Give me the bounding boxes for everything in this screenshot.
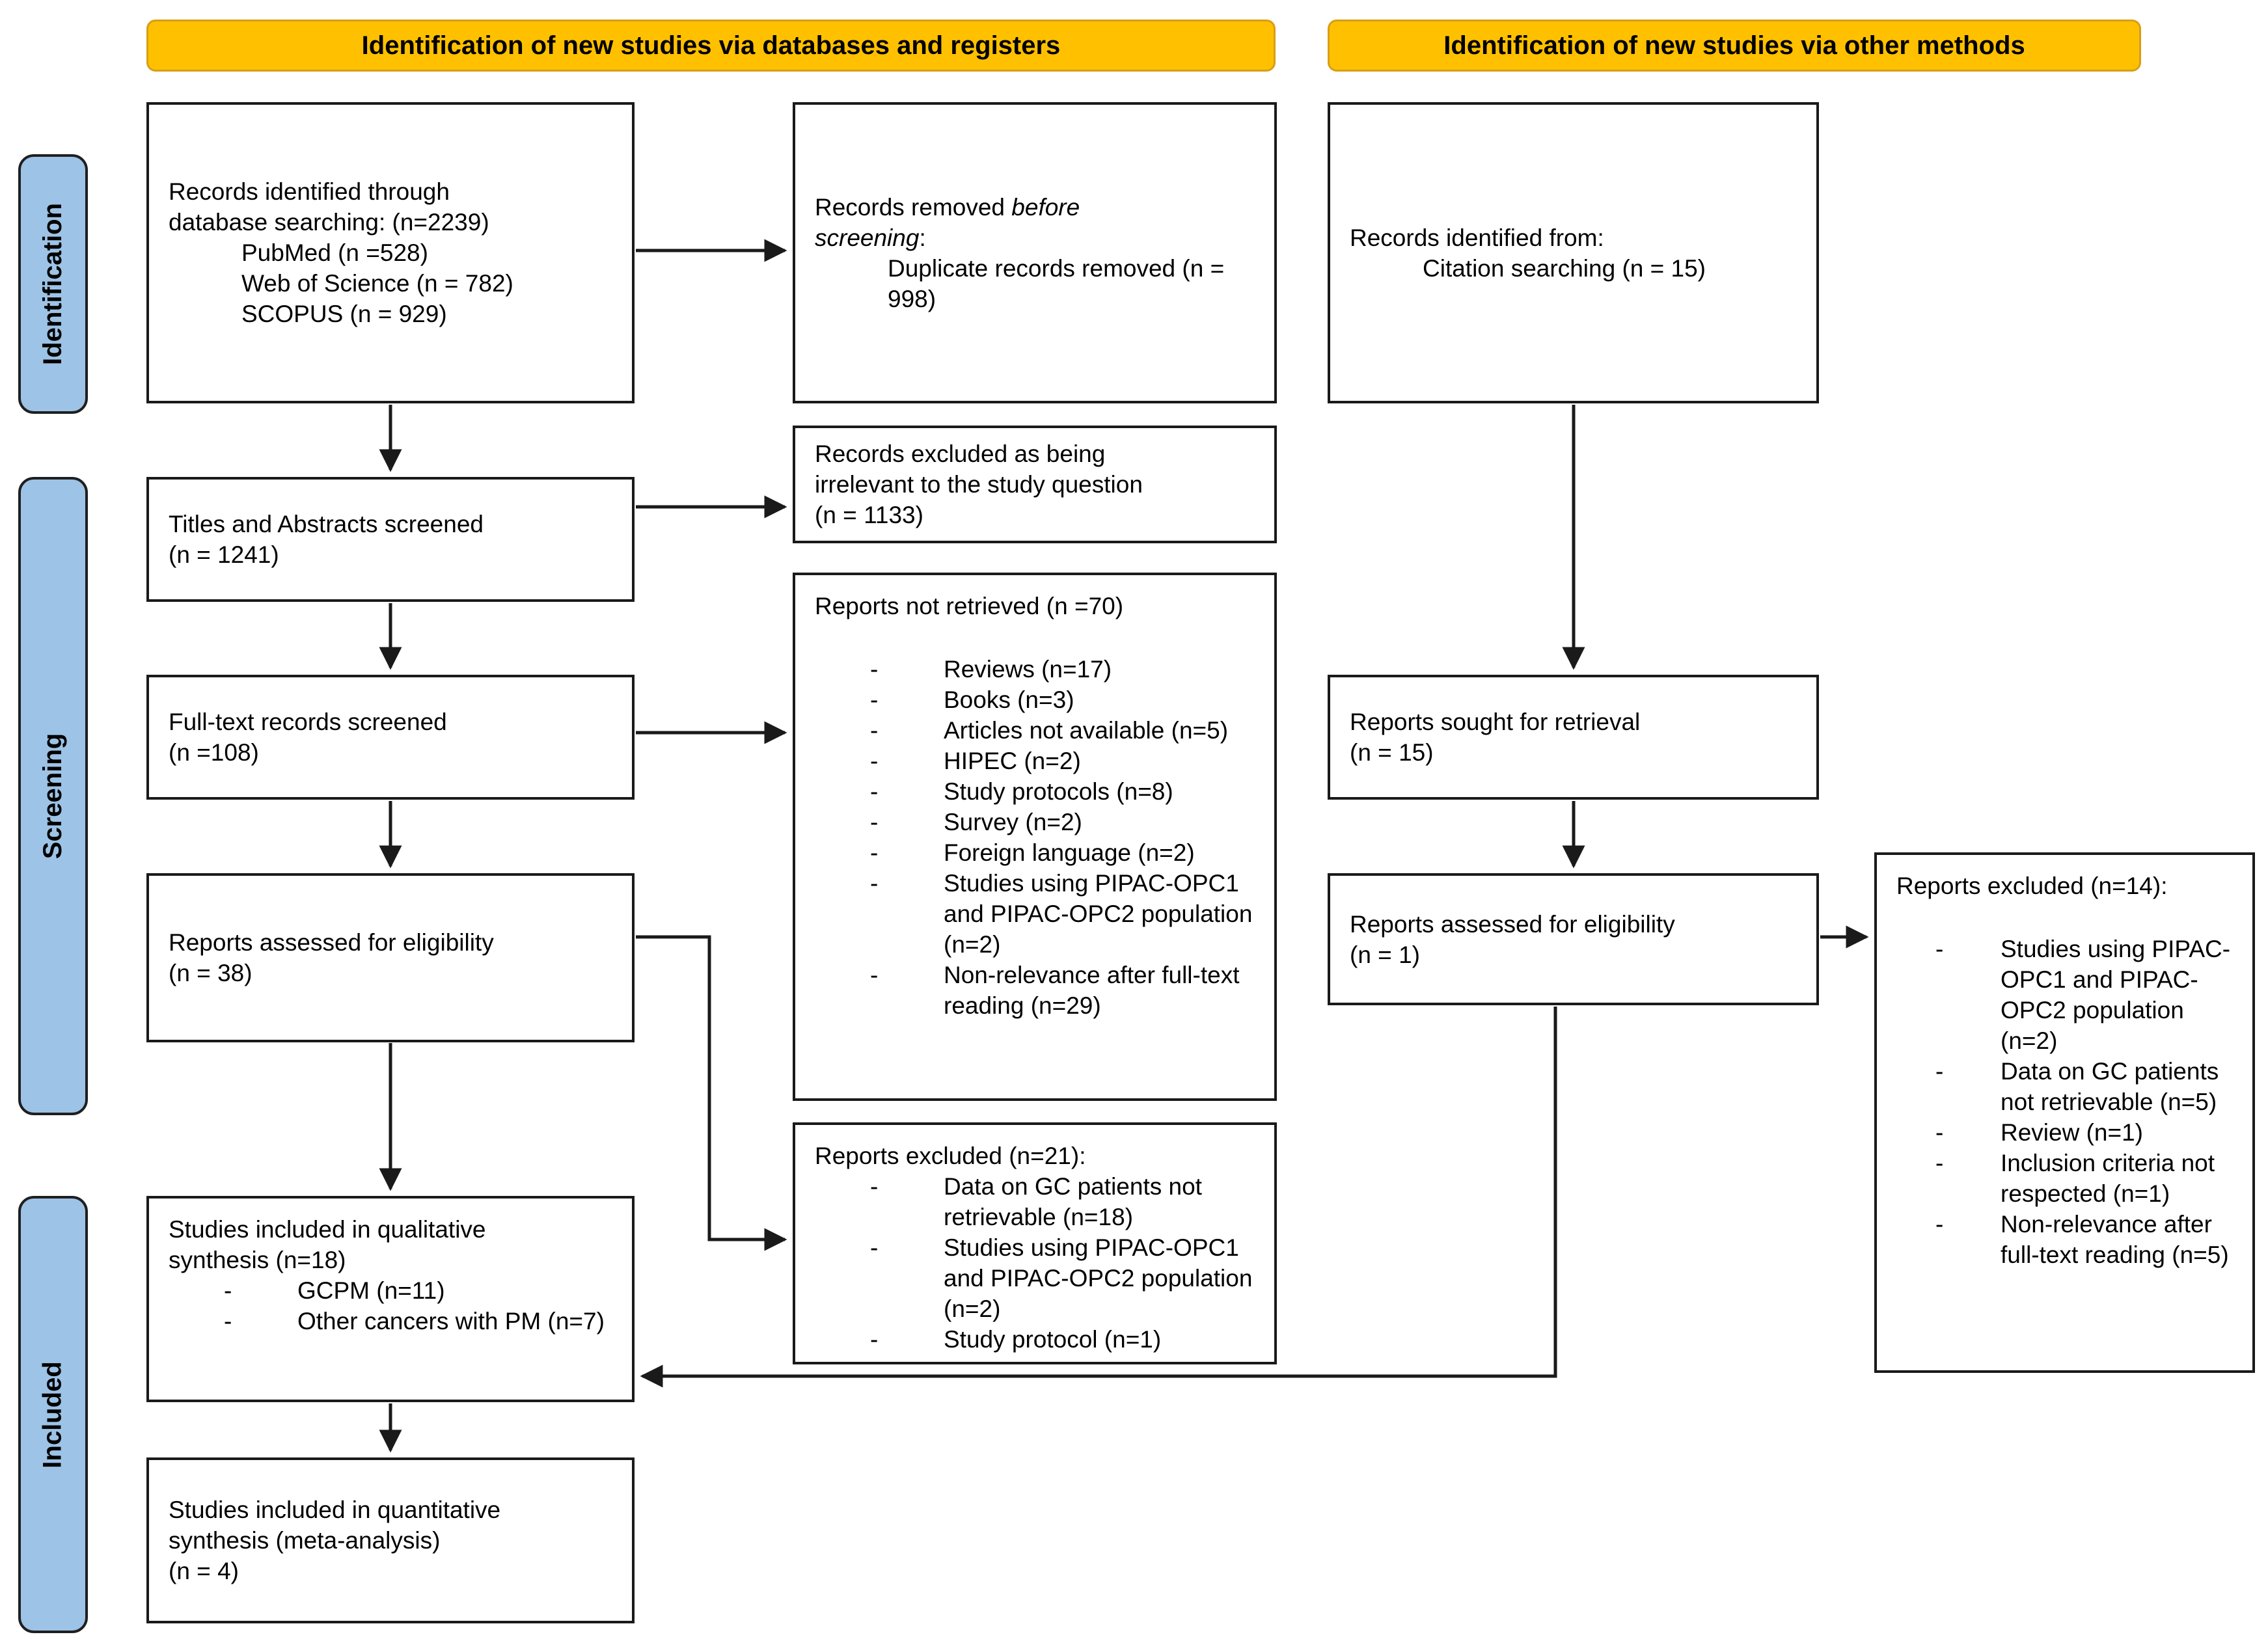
box-records-identified: Records identified through database sear… [146,102,635,403]
box-text-line: Titles and Abstracts screened [169,511,484,537]
box-text-line: Citation searching (n = 15) [1423,254,1706,282]
list-item: -Inclusion criteria not respected (n=1) [1935,1150,2215,1207]
list-item: -Non-relevance after full-text reading (… [1935,1211,2229,1268]
list-item: -Survey (n=2) [870,809,1082,835]
stage-included: Included [18,1196,88,1633]
banner-other-label: Identification of new studies via other … [1443,31,2025,60]
box-heading: Reports excluded (n=21): [815,1143,1086,1169]
box-records-removed: Records removed before screening: Duplic… [793,102,1277,403]
source-web-of-science: Web of Science (n = 782) [241,270,513,297]
list-item: -Data on GC patients not retrievable (n=… [870,1173,1202,1230]
box-text-line: irrelevant to the study question [815,471,1143,498]
box-heading: Reports excluded (n=14): [1896,873,2168,899]
list-item: -Data on GC patients not retrievable (n=… [1935,1058,2219,1115]
list-item: - Other cancers with PM (n=7) [224,1308,605,1334]
banner-databases-registers: Identification of new studies via databa… [146,20,1276,72]
box-titles-abstracts-screened: Titles and Abstracts screened (n = 1241) [146,477,635,602]
box-text-line: Studies included in quantitative [169,1497,501,1523]
box-text-line: (n =108) [169,739,259,766]
box-records-identified-other: Records identified from: Citation search… [1328,102,1819,403]
box-reports-assessed-databases: Reports assessed for eligibility (n = 38… [146,873,635,1042]
list-item: -Studies using PIPAC-OPC1 and PIPAC-OPC2… [1935,936,2231,1054]
list-item: -Non-relevance after full-text reading (… [870,962,1240,1019]
box-heading: Reports not retrieved (n =70) [815,593,1124,619]
box-reports-not-retrieved: Reports not retrieved (n =70) -Reviews (… [793,573,1277,1101]
box-qualitative-synthesis: Studies included in qualitative synthesi… [146,1196,635,1402]
box-text-line: (n = 1241) [169,541,279,568]
box-text-line: Duplicate records removed (n = 998) [888,254,1225,312]
box-reports-excluded-14: Reports excluded (n=14): -Studies using … [1874,852,2255,1373]
list-item: -Review (n=1) [1935,1119,2144,1146]
list-item: -Studies using PIPAC-OPC1 and PIPAC-OPC2… [870,870,1253,958]
box-quantitative-synthesis: Studies included in quantitative synthes… [146,1457,635,1623]
list-item: -Studies using PIPAC-OPC1 and PIPAC-OPC2… [870,1234,1253,1322]
box-text-line: Reports assessed for eligibility [1350,910,1675,938]
stage-identification: Identification [18,154,88,414]
box-text-line: Records identified through [169,178,450,205]
stage-identification-label: Identification [38,203,68,365]
box-text-line: (n = 15) [1350,739,1434,766]
box-reports-assessed-other: Reports assessed for eligibility (n = 1) [1328,873,1819,1005]
box-text-line: synthesis (meta-analysis) [169,1527,441,1554]
box-records-excluded-irrelevant: Records excluded as being irrelevant to … [793,426,1277,543]
box-text-line: screening: [815,224,926,251]
box-text-line: Records removed before [815,193,1080,221]
box-text-line: (n = 1) [1350,941,1420,968]
list-item: -Reviews (n=17) [870,656,1112,683]
box-text-line: Full-text records screened [169,709,447,735]
box-text-line: Reports assessed for eligibility [169,929,494,956]
list-item: -Study protocol (n=1) [870,1326,1162,1353]
box-reports-sought: Reports sought for retrieval (n = 15) [1328,675,1819,800]
box-text-line: (n = 4) [169,1558,239,1584]
box-text-line: Reports sought for retrieval [1350,709,1641,735]
box-text-line: Records excluded as being [815,440,1106,467]
box-text-line: (n = 38) [169,960,253,986]
list-item: - GCPM (n=11) [224,1277,445,1304]
box-text-line: database searching: (n=2239) [169,209,489,236]
list-item: -HIPEC (n=2) [870,748,1081,774]
box-text-line: Records identified from: [1350,224,1604,251]
list-item: -Foreign language (n=2) [870,839,1195,866]
banner-other-methods: Identification of new studies via other … [1328,20,2141,72]
box-reports-excluded-21: Reports excluded (n=21): -Data on GC pat… [793,1122,1277,1364]
box-text-line: (n = 1133) [815,502,923,528]
box-text-line: Studies included in qualitative [169,1216,486,1243]
stage-included-label: Included [38,1361,68,1469]
box-fulltext-screened: Full-text records screened (n =108) [146,675,635,800]
banner-databases-label: Identification of new studies via databa… [361,31,1061,60]
stage-screening: Screening [18,477,88,1115]
list-item: -Books (n=3) [870,686,1074,713]
source-scopus: SCOPUS (n = 929) [241,301,447,327]
list-item: -Study protocols (n=8) [870,778,1173,805]
box-text-line: synthesis (n=18) [169,1247,346,1273]
list-item: -Articles not available (n=5) [870,717,1229,744]
stage-screening-label: Screening [38,733,67,860]
source-pubmed: PubMed (n =528) [241,239,428,266]
